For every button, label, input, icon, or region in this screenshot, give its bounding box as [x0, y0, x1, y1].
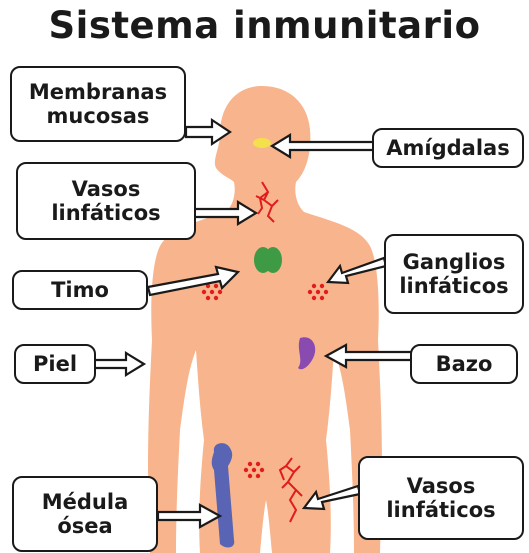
arrow-amigdalas	[269, 133, 376, 159]
leg-lymph-vessels	[278, 457, 303, 523]
label-piel: Piel	[14, 344, 96, 384]
label-bazo: Bazo	[410, 344, 518, 384]
spleen	[298, 337, 316, 370]
label-vasos-linfaticos-bottom: Vasos linfáticos	[358, 456, 524, 540]
arrow-medula	[156, 503, 223, 529]
body-silhouette	[148, 86, 382, 553]
label-text: linfáticos	[386, 498, 496, 522]
label-ganglios-linfaticos: Ganglios linfáticos	[384, 234, 524, 314]
lymph-nodes-left	[201, 283, 223, 301]
label-text: Membranas	[28, 79, 168, 104]
lymph-nodes-groin	[243, 461, 265, 479]
tonsils	[253, 138, 271, 148]
label-text: linfáticos	[51, 201, 161, 225]
label-text: mucosas	[46, 104, 150, 128]
label-text: Bazo	[435, 351, 493, 376]
arrow-bazo	[323, 343, 414, 369]
label-vasos-linfaticos-top: Vasos linfáticos	[16, 162, 196, 240]
label-text: Vasos	[71, 176, 141, 201]
label-medula-osea: Médula ósea	[12, 476, 158, 552]
arrow-vasos-top	[192, 200, 259, 226]
thymus-right	[264, 247, 282, 273]
label-text: Amígdalas	[386, 135, 510, 160]
label-text: linfáticos	[399, 274, 509, 298]
arrow-piel	[92, 351, 147, 377]
label-text: Piel	[32, 351, 78, 376]
lymph-nodes-right	[307, 283, 329, 301]
arrow-membranas	[184, 117, 232, 147]
page-title: Sistema inmunitario	[48, 4, 481, 47]
label-text: Timo	[51, 277, 109, 302]
femur	[211, 443, 235, 548]
arrow-timo	[146, 265, 241, 297]
label-amigdalas: Amígdalas	[372, 128, 524, 168]
neck-lymph-vessels	[255, 181, 279, 223]
arrow-vasos-bottom	[301, 484, 362, 511]
label-text: Médula	[41, 489, 129, 514]
callout-arrows	[92, 117, 414, 529]
label-text: Vasos	[406, 473, 476, 498]
label-text: Ganglios	[402, 249, 506, 274]
label-timo: Timo	[12, 270, 148, 310]
label-text: ósea	[57, 514, 113, 538]
arrow-ganglios	[325, 256, 388, 285]
label-membranas-mucosas: Membranas mucosas	[10, 66, 186, 142]
